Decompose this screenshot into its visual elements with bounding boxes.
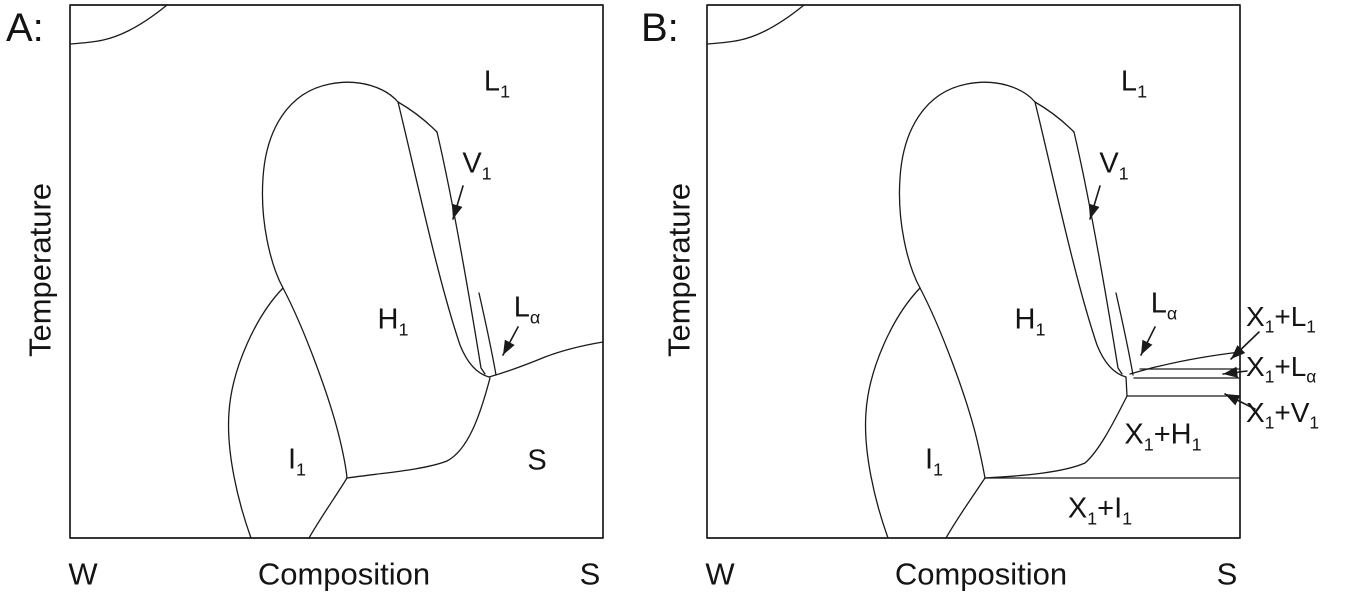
panel-a-region-label-v1: V1: [462, 147, 492, 184]
panel-b-v1-left-boundary: [1034, 101, 1127, 378]
panel-a-v1-arrow: [451, 185, 464, 220]
panel-b-x-axis-left-end: W: [705, 556, 735, 592]
panel-b-region-label-i1: I1: [924, 443, 944, 480]
panel-b-region-label-l1: L1: [1120, 65, 1148, 102]
panel-b-i1-right-boundary: [919, 287, 986, 479]
panel-a-i1-left-boundary: [227, 287, 284, 539]
panel-a-bottom-left-boundary: [308, 477, 348, 539]
panel-b-curves: [706, 4, 1260, 539]
panel-b-side-label-x1la: X1+Lα: [1246, 351, 1317, 387]
panel-b-v1-right-boundary: [1073, 131, 1123, 375]
panel-b-side-label-x1l1: X1+L1: [1246, 301, 1316, 337]
panel-b-x-axis-label: Composition: [894, 556, 1068, 592]
panel-a-lalpha-boundary: [478, 292, 497, 376]
panel-a-v1-left-boundary: [397, 101, 490, 378]
panel-b-side-label-x1v1: X1+V1: [1246, 397, 1320, 433]
panel-b-lalpha-arrow: [1140, 326, 1156, 356]
panel-b-h1-bottom-boundary: [984, 395, 1128, 479]
panel-a-y-axis-label: Temperature: [22, 182, 58, 358]
panel-a-curves: [69, 4, 604, 539]
panel-a-region-label-h1: H1: [377, 303, 409, 340]
panel-b-right-rising-boundary: [1129, 351, 1241, 375]
panel-a-h1-bottom-boundary: [346, 377, 491, 479]
panel-a-x-axis-right-end: S: [579, 556, 601, 592]
panel-a-plot-border: [69, 4, 604, 539]
panel-b-h1-dome-boundary: [898, 81, 1036, 289]
panel-b-v1-arrow: [1088, 185, 1101, 220]
panel-a-region-label-lalpha: Lα: [513, 291, 541, 328]
panel-b-region-label-v1: V1: [1099, 147, 1129, 184]
panel-b-l1-v1-top-boundary: [1034, 101, 1075, 133]
panel-b-region-label-x1i1: X1+I1: [1067, 492, 1133, 529]
panel-a-i1-right-boundary: [282, 287, 348, 479]
panel-b-x1v1-arrow: [1224, 393, 1256, 410]
panel-a-x-axis-left-end: W: [68, 556, 98, 592]
panel-a-x-axis-label: Composition: [257, 556, 431, 592]
panel-b-lalpha-boundary: [1115, 292, 1134, 376]
panel-a-region-label-i1: I1: [287, 443, 307, 480]
panel-b-i1-left-boundary: [864, 287, 921, 539]
panel-b-bottom-left-boundary: [945, 477, 986, 539]
panel-a-top-left-boundary: [69, 4, 168, 45]
panel-b-x1la-arrow: [1222, 366, 1248, 378]
panel-b-band-connector: [1125, 376, 1128, 397]
panel-a-letter: A:: [6, 6, 44, 50]
panel-b-letter: B:: [641, 6, 679, 50]
panel-b-plot-border: [706, 4, 1241, 539]
panel-a-region-label-l1: L1: [483, 65, 511, 102]
panel-a-v1-right-boundary: [436, 131, 486, 375]
panel-a-region-label-s: S: [527, 444, 547, 477]
panel-b-region-label-lalpha: Lα: [1150, 287, 1178, 324]
panel-a-l1-v1-top-boundary: [397, 101, 438, 133]
panel-b-top-left-boundary: [706, 4, 805, 45]
panel-b-y-axis-label: Temperature: [661, 182, 697, 358]
panel-b-region-label-h1: H1: [1014, 303, 1046, 340]
panel-a-h1-dome-boundary: [261, 81, 399, 289]
panel-b-x1l1-arrow: [1230, 331, 1260, 360]
panel-a-right-rising-boundary: [488, 341, 604, 378]
panel-b-region-label-x1h1: X1+H1: [1124, 418, 1202, 455]
panel-a-lalpha-arrow: [502, 326, 519, 356]
panel-b-x-axis-right-end: S: [1216, 556, 1238, 592]
